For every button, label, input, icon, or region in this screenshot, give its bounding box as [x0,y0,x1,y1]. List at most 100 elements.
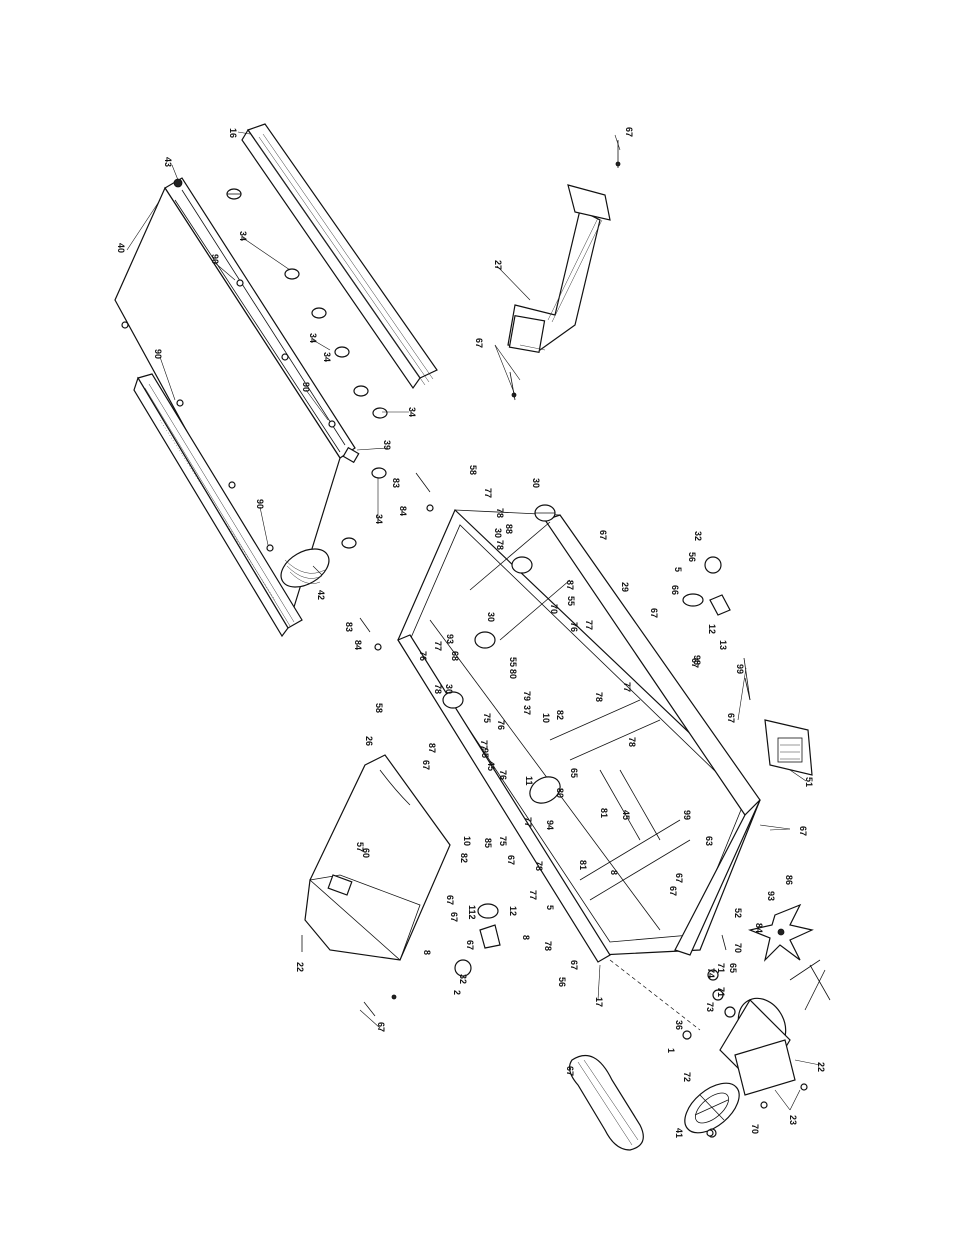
callout: 78 [543,941,553,951]
deck-isolators [226,188,388,549]
callout: 81 [578,860,588,870]
callout: 77 [479,740,489,750]
callout: 67 [690,658,700,668]
callout: 77 [523,817,533,827]
callout: 80 [555,788,565,798]
callout: 45 [621,810,631,820]
callout: 87 [565,580,575,590]
callout: 17 [594,997,604,1007]
callout: 34 [407,407,417,417]
callout: 88 [504,524,514,534]
callout: 77 [433,641,443,651]
callout: 51 [804,777,814,787]
callout: 71 [716,987,726,997]
callout: 81 [599,808,609,818]
callout: 8 [521,935,531,940]
small-brackets-right [454,556,731,977]
callout: 70 [750,1124,760,1134]
callout: 8 [609,870,619,875]
callout: 56 [557,977,567,987]
callout: 67 [726,713,736,723]
callout: 67 [674,873,684,883]
callout: 67 [598,530,608,540]
callout: 65 [728,963,738,973]
callout: 72 [682,1072,692,1082]
callout: 10 [541,713,551,723]
callout: 80 [508,669,518,679]
motor-dashed-leader [609,959,701,1031]
callout: 86 [784,875,794,885]
leader-lines [126,131,821,1111]
callout: 76 [498,770,508,780]
callout: 67 [449,912,459,922]
callout: 76 [496,720,506,730]
callout: 90 [301,382,311,392]
callout: 26 [364,736,374,746]
callout: 63 [704,836,714,846]
callout: 112 [467,905,477,920]
main-frame [397,508,761,963]
callout: 1 [666,1048,676,1053]
callout: 99 [682,810,692,820]
callout: 84 [353,640,363,650]
motor-hood [304,754,451,961]
drive-belt [568,1055,644,1151]
callout: 67 [506,855,516,865]
callout: 76 [569,622,579,632]
callout: 55 [508,657,518,667]
callout: 65 [569,768,579,778]
callout: 55 [566,596,576,606]
callout: 5 [545,905,555,910]
callout: 82 [555,710,565,720]
upright-base [507,184,611,354]
callout: 77 [528,890,538,900]
callout: 77 [584,620,594,630]
callout: 10 [462,836,472,846]
fasteners [301,140,831,1137]
callout: 90 [255,499,265,509]
side-rail-right [241,123,438,390]
callout: 32 [458,974,468,984]
callout: 94 [545,820,555,830]
callout: 77 [483,488,493,498]
callout: 67 [376,1022,386,1032]
callout: 67 [565,1066,575,1076]
callout: 22 [816,1062,826,1072]
callout: 93 [766,891,776,901]
controller-board [764,719,813,776]
callout: 30 [486,612,496,622]
callout: 13 [718,640,728,650]
callout: 79 [522,691,532,701]
callout: 22 [295,962,305,972]
callout: 67 [649,608,659,618]
callout: 67 [465,940,475,950]
callout: 67 [474,338,484,348]
callout: 37 [522,705,532,715]
callout: 84 [754,923,764,933]
callout: 84 [398,506,408,516]
callout: 30 [444,684,454,694]
callout: 58 [468,465,478,475]
callout: 67 [624,127,634,137]
callout: 99 [735,664,745,674]
callout: 78 [495,540,505,550]
callout: 90 [153,349,163,359]
callout: 67 [798,826,808,836]
callout: 8 [422,950,432,955]
callout: 57 [355,842,365,852]
callout: 78 [495,508,505,518]
callout: 34 [322,352,332,362]
leveling-feet [534,504,556,522]
callout: 98 [692,655,702,665]
callout: 34 [374,514,384,524]
callout: 87 [427,743,437,753]
callout: 39 [382,440,392,450]
fan [747,903,814,962]
callout: 82 [459,853,469,863]
callout: 58 [374,703,384,713]
callout: 70 [733,943,743,953]
callout: 68 [450,651,460,661]
callout: 36 [674,1020,684,1030]
callout: 2 [452,990,462,995]
